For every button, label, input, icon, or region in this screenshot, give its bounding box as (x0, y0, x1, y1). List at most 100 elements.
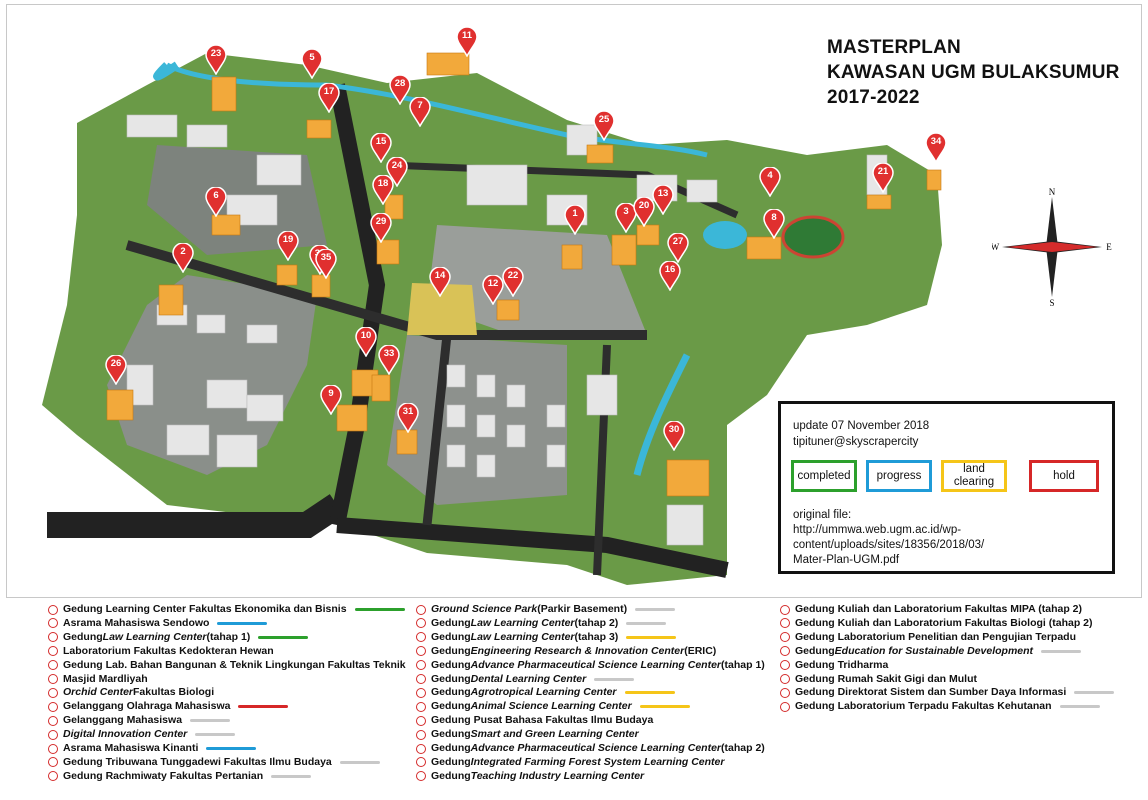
map-pin-icon (409, 96, 431, 128)
map-marker-26[interactable]: 26 (105, 354, 127, 386)
map-marker-18[interactable]: 18 (372, 174, 394, 206)
legend-completed: completed (791, 460, 857, 492)
map-pin-icon (315, 248, 337, 280)
map-marker-28[interactable]: 28 (389, 74, 411, 106)
compass-rose-icon: N S W E (992, 187, 1112, 307)
map-marker-25[interactable]: 25 (593, 110, 615, 142)
map-marker-10[interactable]: 10 (355, 326, 377, 358)
item-text-italic: Law Learning Center (102, 630, 207, 643)
item-text: Gedung (431, 616, 471, 629)
building-list-item: Gedung Advance Pharmaceutical Science Le… (416, 742, 765, 755)
map-marker-5[interactable]: 5 (301, 48, 323, 80)
item-text: (tahap 3) (574, 630, 619, 643)
map-pin-icon (372, 174, 394, 206)
map-marker-11[interactable]: 11 (456, 26, 478, 58)
map-marker-22[interactable]: 22 (502, 266, 524, 298)
item-text: Gedung (431, 742, 471, 754)
list-number-icon (48, 757, 58, 768)
marker-number: 15 (375, 136, 387, 147)
map-marker-16[interactable]: 16 (659, 260, 681, 292)
marker-number: 23 (210, 48, 222, 59)
map-pin-icon (355, 326, 377, 358)
building-list-item: Asrama Mahasiswa Sendowo (48, 616, 268, 630)
list-number-icon (416, 660, 426, 671)
item-text: Gedung Pusat Bahasa Fakultas Ilmu Budaya (431, 714, 654, 727)
map-marker-15[interactable]: 15 (370, 132, 392, 164)
item-text-italic: Orchid Center (63, 686, 134, 699)
map-pin-icon (663, 420, 685, 452)
item-text: Gedung (431, 672, 471, 685)
map-marker-6[interactable]: 6 (205, 186, 227, 218)
map-marker-8[interactable]: 8 (763, 208, 785, 240)
list-number-icon (416, 743, 426, 754)
list-number-icon (48, 674, 58, 684)
map-marker-2[interactable]: 2 (172, 242, 194, 274)
marker-number: 12 (487, 278, 499, 289)
map-pin-icon (205, 44, 227, 76)
map-marker-35[interactable]: 35 (315, 248, 337, 280)
status-bar-planned (635, 608, 676, 611)
item-text-italic: Teaching Industry Learning Center (470, 769, 645, 782)
building-list-item: Gedung Direktorat Sistem dan Sumber Daya… (780, 686, 1115, 699)
update-date: update 07 November 2018 (793, 420, 930, 432)
marker-number: 16 (664, 264, 676, 275)
list-number-icon (48, 687, 58, 698)
status-bar-planned (195, 733, 236, 737)
status-bar-progress (206, 747, 257, 750)
map-marker-23[interactable]: 23 (205, 44, 227, 76)
building-list-item: Gedung Kuliah dan Laboratorium Fakultas … (780, 603, 1082, 616)
map-marker-13[interactable]: 13 (652, 184, 674, 216)
map-marker-4[interactable]: 4 (759, 166, 781, 198)
map-marker-9[interactable]: 9 (320, 384, 342, 416)
marker-number: 34 (930, 136, 942, 147)
map-marker-3[interactable]: 3 (615, 202, 637, 234)
map-marker-19[interactable]: 19 (277, 230, 299, 262)
map-pin-icon (564, 204, 586, 236)
map-marker-7[interactable]: 7 (409, 96, 431, 128)
marker-number: 11 (461, 30, 473, 41)
list-number-icon (416, 715, 426, 726)
status-bar-planned (1041, 649, 1082, 653)
map-marker-20[interactable]: 20 (633, 196, 655, 228)
map-pin-icon (205, 186, 227, 218)
map-marker-33[interactable]: 33 (378, 344, 400, 376)
building-list-item: Gedung Laboratorium Penelitian dan Pengu… (780, 631, 1076, 644)
list-number-icon (780, 674, 790, 684)
list-number-icon (48, 632, 58, 643)
map-marker-31[interactable]: 31 (397, 402, 419, 434)
map-marker-27[interactable]: 27 (667, 232, 689, 264)
list-number-icon (780, 660, 790, 671)
map-marker-12[interactable]: 12 (482, 274, 504, 306)
item-text: Fakultas Biologi (133, 686, 215, 699)
marker-number: 14 (434, 270, 446, 281)
marker-number: 31 (402, 406, 414, 417)
legend-progress: progress (866, 460, 932, 492)
marker-number: 21 (877, 166, 889, 177)
map-marker-24[interactable]: 24 (386, 156, 408, 188)
item-text: Gedung Tribuwana Tunggadewi Fakultas Ilm… (63, 755, 332, 768)
marker-number: 5 (309, 52, 315, 63)
status-bar-planned (626, 621, 667, 625)
item-text: Gedung Tridharma (795, 658, 889, 671)
item-text-italic: Agrotropical Learning Center (470, 686, 617, 699)
map-marker-21[interactable]: 21 (872, 162, 894, 194)
item-text: Gelanggang Mahasiswa (63, 714, 183, 727)
list-number-icon (416, 618, 426, 629)
map-marker-30[interactable]: 30 (663, 420, 685, 452)
map-pin-icon (386, 156, 408, 188)
list-number-icon (48, 771, 58, 782)
item-text: Asrama Mahasiswa Sendowo (63, 616, 210, 629)
status-bar-completed (258, 635, 309, 639)
item-text: Gedung (431, 700, 471, 713)
map-marker-1[interactable]: 1 (564, 204, 586, 236)
map-marker-17[interactable]: 17 (318, 82, 340, 114)
legend-update: update 07 November 2018 tipituner@skyscr… (793, 418, 929, 450)
map-marker-29[interactable]: 29 (370, 212, 392, 244)
map-marker-34[interactable]: 34 (925, 132, 947, 164)
map-marker-14[interactable]: 14 (429, 266, 451, 298)
list-number-icon (416, 771, 426, 782)
building-list-item: Gedung Kuliah dan Laboratorium Fakultas … (780, 617, 1093, 630)
marker-number: 19 (282, 234, 294, 245)
building-list-item: Gedung Laboratorium Terpadu Fakultas Keh… (780, 700, 1100, 713)
compass-n: N (1049, 187, 1056, 197)
